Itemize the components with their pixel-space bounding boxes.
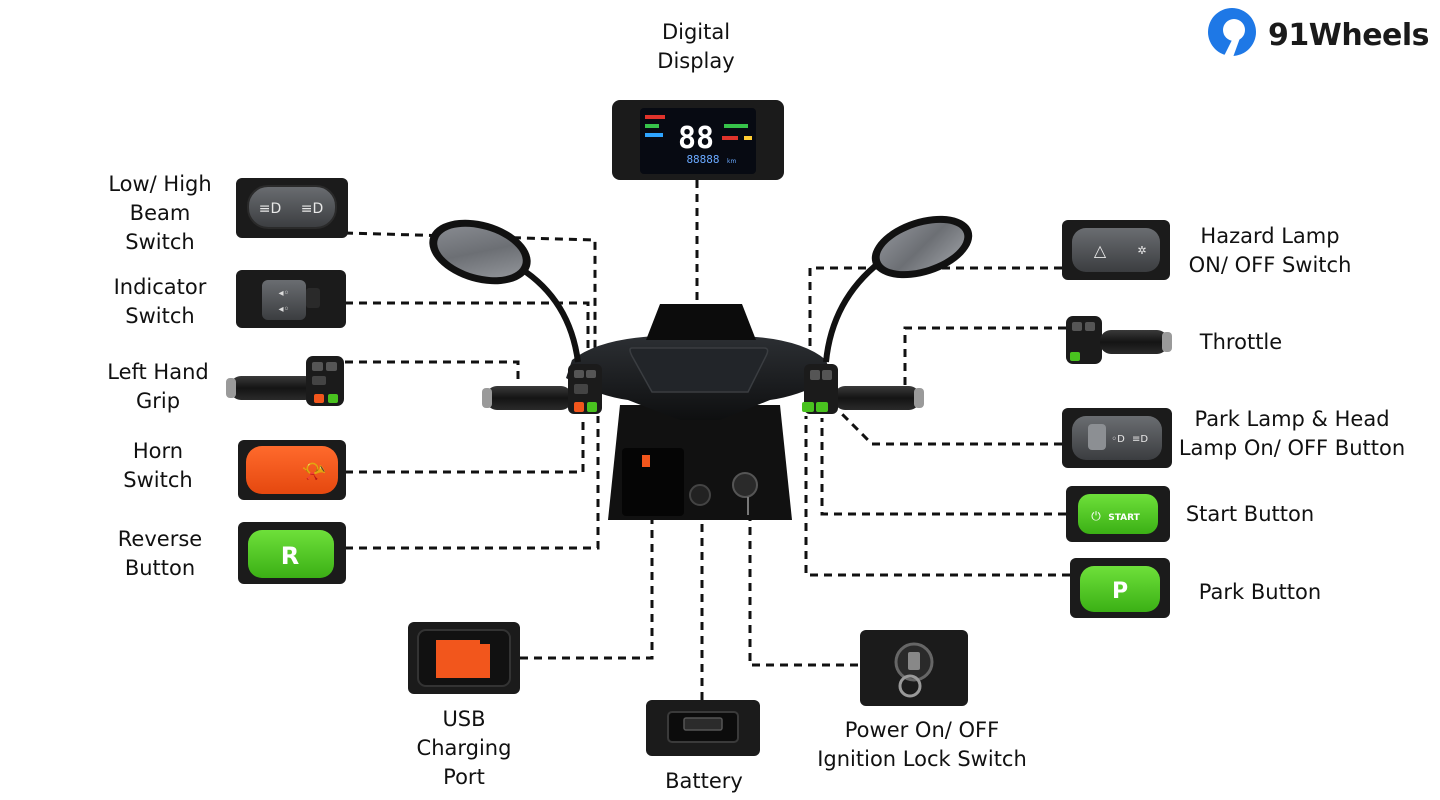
label-digital-display: Digital Display [657,20,735,73]
left-hand-grip-thumb [226,356,344,406]
usb-port-cover [436,640,490,678]
label-park-head-lamp-button: Park Lamp & Head Lamp On/ OFF Button [1178,407,1406,460]
storage-pocket [622,448,684,516]
park-button-thumb: P [1070,558,1170,618]
right-mirror [871,215,973,279]
leader-lines [344,180,1070,700]
display-unit: km [727,158,736,165]
throttle-thumb [1066,316,1172,364]
label-throttle: Throttle [1199,330,1283,354]
park-head-lamp-thumb: ◦D ≡D [1062,408,1172,468]
label-usb-charging-port: USB Charging Port [416,707,512,789]
label-low-high-beam-switch: Low/ High Beam Switch [108,172,212,254]
scooter-handlebar [429,215,973,520]
horn-icon: 📯 [302,459,327,483]
right-grip [834,386,920,410]
display-speed: 88 [678,121,714,156]
leader-indicator [345,301,590,360]
label-reverse-button: Reverse Button [117,527,203,580]
label-ignition-lock-switch: Power On/ OFF Ignition Lock Switch [817,718,1027,771]
start-button-thumb: ⏻ START [1066,486,1170,542]
power-icon: ⏻ [1091,509,1101,523]
label-start-button: Start Button [1185,502,1315,526]
reverse-button-thumb: R [238,522,346,584]
label-left-hand-grip: Left Hand Grip [107,360,209,413]
ignition-small [732,472,758,498]
leader-left-grip [345,360,520,384]
usb-port-small [642,455,650,467]
head-lamp-icon: ≡D [1132,434,1148,445]
digital-display-thumb: 88 88888 km [612,100,784,180]
leader-hazard [808,266,1062,362]
leader-ignition [748,520,858,667]
right-mirror-stem [823,259,882,363]
windscreen [646,304,756,340]
brand-logo-text: 91Wheels [1268,17,1430,53]
cowl-display-window [629,347,769,393]
display-odo: 88888 [686,153,719,166]
ignition-lock-thumb [860,630,968,706]
low-beam-icon: ≡D [259,201,282,217]
label-indicator-switch: Indicator Switch [113,275,207,328]
brand-logo-mark [1208,8,1256,60]
start-glyph: START [1108,513,1140,523]
label-park-button: Park Button [1198,580,1322,604]
reverse-glyph: R [281,542,299,570]
horn-switch-thumb: 📯 [238,440,346,500]
left-mirror [429,219,531,285]
leader-park-head-lamp [838,410,1062,446]
leader-start [820,418,1066,516]
hazard-sun-icon: ✲ [1137,244,1146,257]
battery-thumb [646,700,760,756]
high-beam-icon: ≡D [301,201,324,217]
usb-port-thumb [408,622,520,694]
hazard-switch-thumb: △ ✲ [1062,220,1170,280]
indicator-switch-thumb: ◂◦ ◂◦ [236,270,346,328]
battery-knob-small [689,484,711,506]
park-glyph: P [1112,579,1128,604]
park-lamp-icon: ◦D [1111,434,1125,445]
leader-throttle [903,326,1066,385]
leader-horn [345,420,585,474]
indicator-left-icon: ◂◦ [279,288,290,299]
low-high-beam-thumb: ≡D ≡D [236,178,348,238]
label-hazard-lamp-switch: Hazard Lamp ON/ OFF Switch [1188,224,1352,277]
indicator-right-icon: ◂◦ [279,304,290,315]
hazard-icon: △ [1094,241,1107,260]
leader-park [804,416,1070,577]
leader-usb [520,520,654,660]
label-horn-switch: Horn Switch [123,439,193,492]
leader-low-high-beam [344,231,597,355]
brand-logo: 91Wheels [1262,8,1430,62]
label-battery: Battery [665,769,743,793]
left-mirror-stem [518,265,581,363]
leader-reverse [345,416,600,550]
left-grip [486,386,572,410]
